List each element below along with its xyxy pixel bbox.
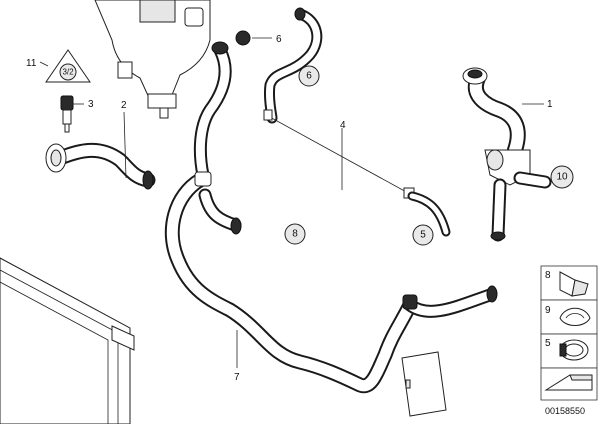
callout-11: 11 [26, 58, 37, 69]
circled-callout-6: 6 [298, 65, 320, 87]
hose-clip-icon [559, 271, 589, 297]
branch-fitting [484, 149, 552, 242]
radiator [0, 257, 135, 424]
callout-7: 7 [234, 372, 240, 383]
control-unit [401, 351, 447, 417]
callout-3: 3 [88, 99, 94, 110]
circled-callout-10: 10 [550, 165, 574, 189]
spring-clip-icon [559, 307, 591, 326]
tank-hose [193, 41, 242, 235]
svg-text:6: 6 [306, 71, 312, 82]
circled-callout-5: 5 [412, 224, 434, 246]
svg-text:3/2: 3/2 [62, 68, 74, 77]
hose-2 [45, 142, 156, 190]
parts-legend: 8 9 5 00158550 [540, 265, 598, 416]
leader-lines [39, 61, 544, 368]
rod-4 [263, 109, 451, 237]
svg-text:10: 10 [556, 172, 568, 183]
hose-clamp-icon [559, 339, 589, 361]
gasket-icon [544, 374, 593, 391]
callout-4: 4 [340, 120, 346, 131]
circled-callout-8: 8 [284, 223, 306, 245]
legend-label-9: 9 [545, 305, 551, 316]
callout-1: 1 [547, 99, 553, 110]
diagram-id: 00158550 [545, 406, 585, 416]
hose-7 [164, 171, 498, 394]
callout-2: 2 [121, 100, 127, 111]
svg-text:5: 5 [420, 230, 426, 241]
cap-6 [235, 30, 272, 46]
callout-6: 6 [276, 34, 282, 45]
warning-triangle-icon: 3/2 [45, 49, 91, 83]
hose-6 [263, 7, 323, 124]
svg-text:8: 8 [292, 229, 298, 240]
sensor-3 [60, 95, 74, 133]
legend-label-8: 8 [545, 270, 551, 281]
hose-1 [462, 67, 526, 158]
expansion-tank [94, 0, 211, 119]
legend-label-5: 5 [545, 338, 551, 349]
